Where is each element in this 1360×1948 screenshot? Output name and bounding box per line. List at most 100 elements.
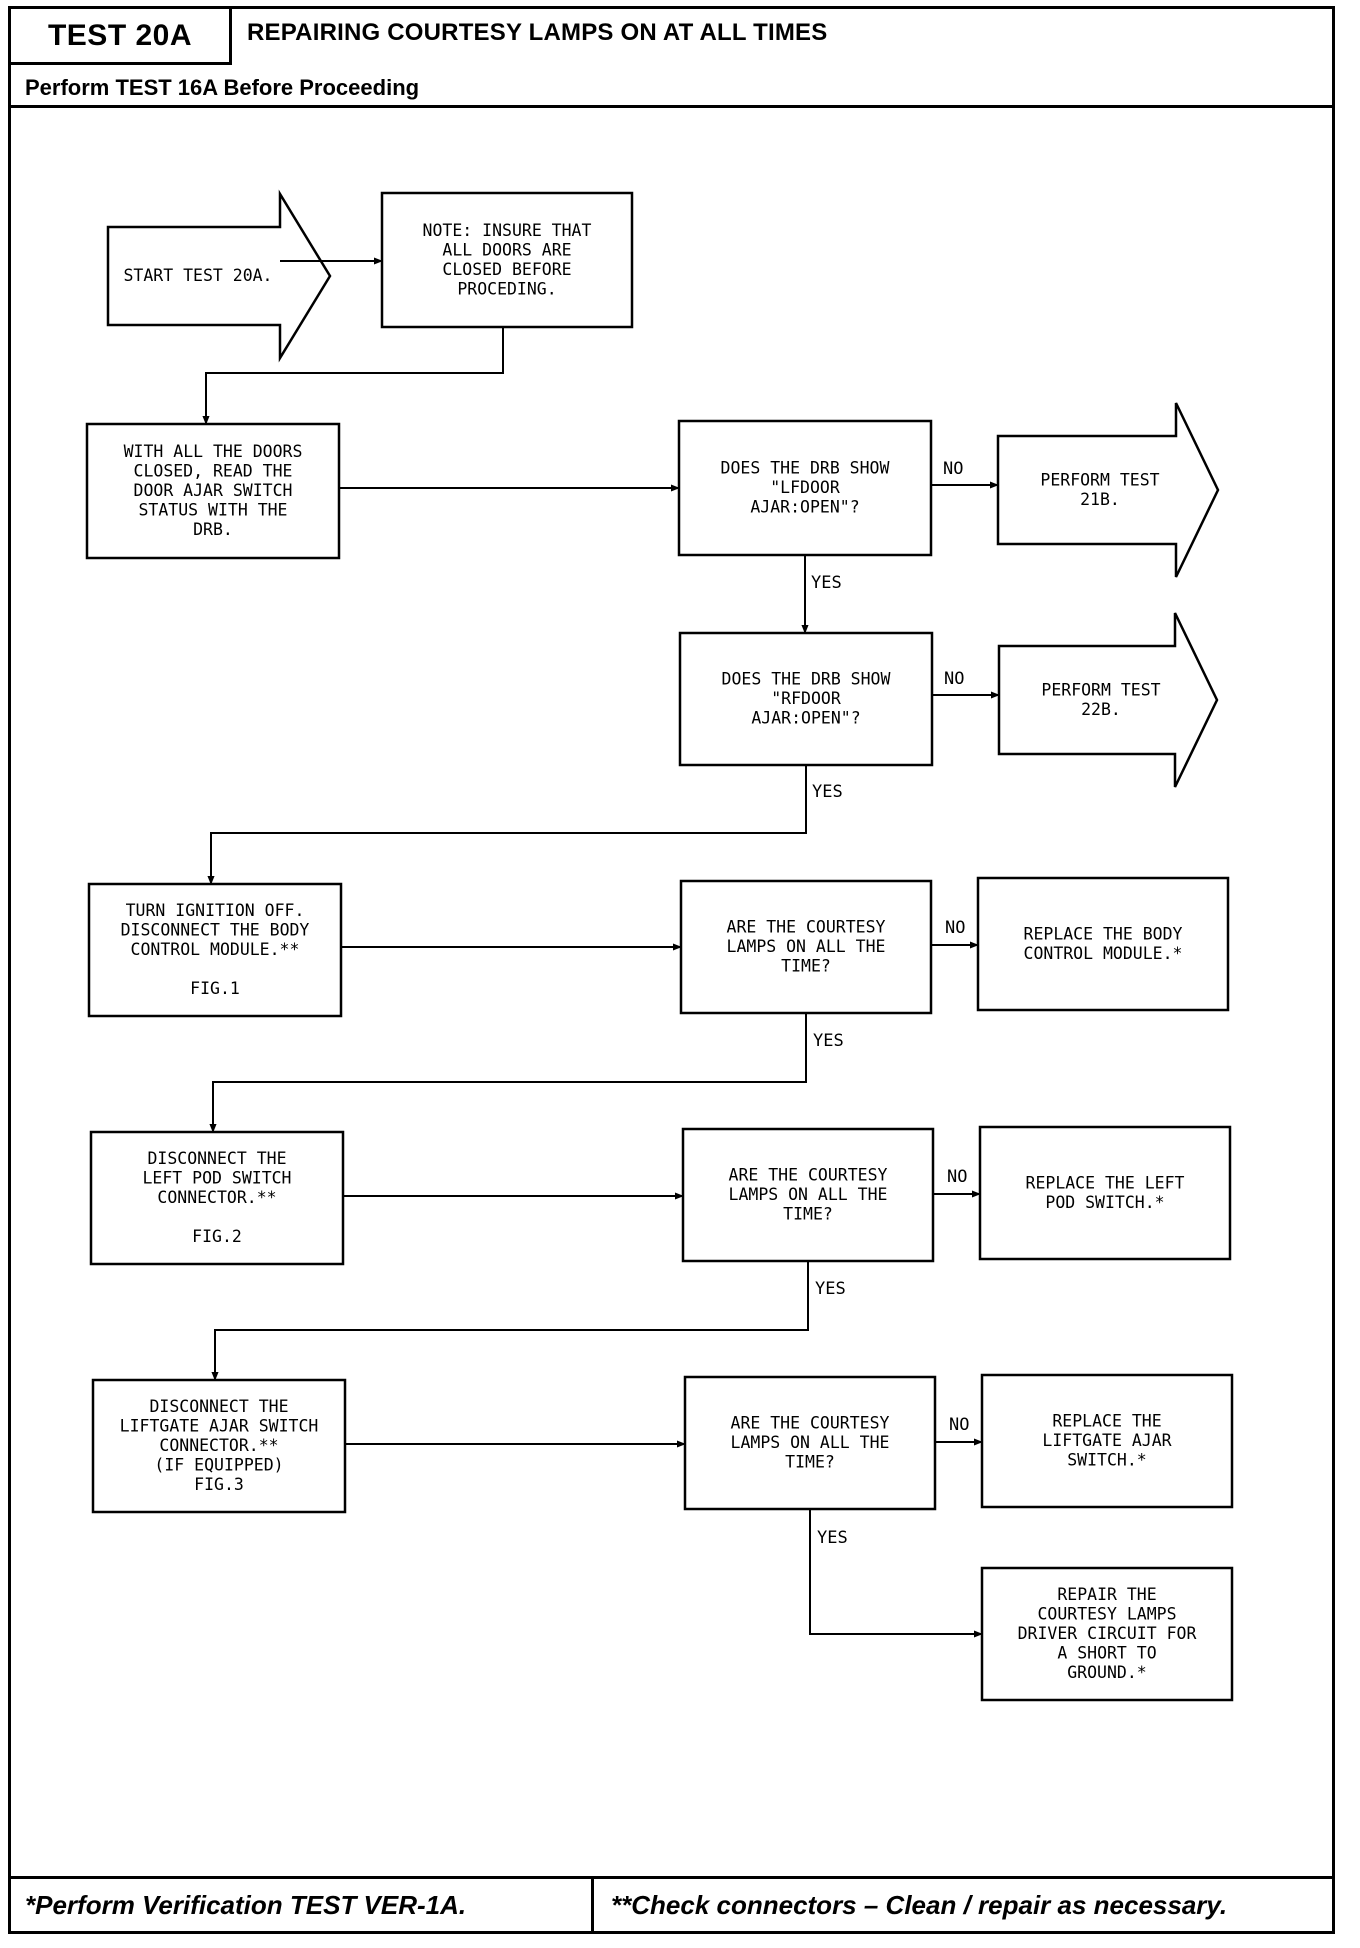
rf-no-label: NO <box>944 669 964 689</box>
disconnect-liftgate-step <box>91 1378 347 1514</box>
repair-driver-circuit-result-text-line: DRIVER CIRCUIT FOR <box>1018 1624 1197 1643</box>
q3-yes-label: YES <box>817 1528 848 1548</box>
courtesy-lamps-question-2-text-line: TIME? <box>783 1205 833 1224</box>
courtesy-lamps-question-3-text-line: LAMPS ON ALL THE <box>731 1433 890 1452</box>
rf-door-question <box>678 631 934 767</box>
rf-yes-arrow <box>207 765 807 885</box>
lf-no-label: NO <box>943 459 963 479</box>
lf-yes-label: YES <box>811 573 842 593</box>
start-arrow-text: START TEST 20A. <box>123 266 272 285</box>
q2-no-label: NO <box>947 1167 967 1187</box>
disconnect-pod-switch-step-text-line: CONNECTOR.** <box>157 1188 276 1207</box>
lf-door-question-text-line: DOES THE DRB SHOW <box>721 459 890 478</box>
disconnect-bcm-step <box>87 882 343 1018</box>
note-box-text-line: CLOSED BEFORE <box>442 260 571 279</box>
disconnect-pod-switch-step-text-line: DISCONNECT THE <box>147 1149 286 1168</box>
rf-door-question-text-line: AJAR:OPEN"? <box>751 709 860 728</box>
footer-verification-note: *Perform Verification TEST VER-1A. <box>25 1890 467 1920</box>
replace-bcm-result-text-line: CONTROL MODULE.* <box>1024 944 1183 963</box>
test-id: TEST 20A <box>11 9 232 65</box>
perform-test-21b-arrow <box>996 402 1220 578</box>
footer-column-divider <box>591 1879 594 1931</box>
replace-liftgate-switch-result-text-line: LIFTGATE AJAR <box>1042 1431 1171 1450</box>
read-switch-step-text-line: DRB. <box>193 520 233 539</box>
replace-pod-switch-result-text-line: REPLACE THE LEFT <box>1026 1173 1185 1192</box>
courtesy-lamps-question-3 <box>683 1375 937 1511</box>
disconnect-pod-switch-step-text-line: LEFT POD SWITCH <box>142 1169 291 1188</box>
q1-yes-arrow <box>209 1013 807 1133</box>
courtesy-lamps-question-3-text-line: TIME? <box>785 1453 835 1472</box>
courtesy-lamps-question-2 <box>681 1127 935 1263</box>
q3-yes-arrow <box>809 1509 983 1638</box>
disconnect-liftgate-step-text-line: CONNECTOR.** <box>159 1436 278 1455</box>
disconnect-liftgate-step-text-line: LIFTGATE AJAR SWITCH <box>120 1417 319 1436</box>
repair-driver-circuit-result-text-line: GROUND.* <box>1067 1663 1146 1682</box>
q1-no-label: NO <box>945 918 965 938</box>
lf-door-question-text-line: AJAR:OPEN"? <box>750 498 859 517</box>
repair-driver-circuit-result-text-line: REPAIR THE <box>1057 1585 1156 1604</box>
perform-test-22b-arrow <box>997 612 1219 788</box>
perform-test-21b-arrow-text-line: PERFORM TEST <box>1040 470 1159 489</box>
header-divider <box>11 105 1332 108</box>
prerequisite-note: Perform TEST 16A Before Proceeding <box>25 75 420 100</box>
page-title: REPAIRING COURTESY LAMPS ON AT ALL TIMES <box>247 19 828 46</box>
footer-divider <box>11 1876 1332 1879</box>
q3-no-label: NO <box>949 1415 969 1435</box>
replace-liftgate-switch-result-text-line: REPLACE THE <box>1052 1412 1161 1431</box>
read-switch-step <box>85 422 341 560</box>
note-to-read-arrow <box>202 327 504 425</box>
start-arrow <box>106 189 332 363</box>
q2-yes-arrow <box>211 1261 809 1381</box>
read-switch-step-text-line: WITH ALL THE DOORS <box>124 442 303 461</box>
disconnect-bcm-step-text-line: DISCONNECT THE BODY <box>121 921 310 940</box>
q1-yes-label: YES <box>813 1031 844 1051</box>
disconnect-bcm-step-text-line: TURN IGNITION OFF. <box>126 901 305 920</box>
repair-driver-circuit-result <box>980 1566 1234 1702</box>
courtesy-lamps-question-1-text-line: TIME? <box>781 957 831 976</box>
read-switch-step-text-line: CLOSED, READ THE <box>134 462 293 481</box>
note-box <box>380 191 634 329</box>
courtesy-lamps-question-2-text-line: ARE THE COURTESY <box>729 1166 888 1185</box>
disconnect-bcm-step-text-line: FIG.1 <box>190 979 240 998</box>
disconnect-bcm-step-text-line: CONTROL MODULE.** <box>131 940 300 959</box>
replace-bcm-result <box>976 876 1230 1012</box>
read-switch-step-text-line: STATUS WITH THE <box>138 501 287 520</box>
replace-bcm-result-text-line: REPLACE THE BODY <box>1024 924 1183 943</box>
lf-door-question <box>677 419 933 557</box>
replace-pod-switch-result-text-line: POD SWITCH.* <box>1045 1193 1164 1212</box>
rf-door-question-text-line: DOES THE DRB SHOW <box>722 670 891 689</box>
courtesy-lamps-question-2-text-line: LAMPS ON ALL THE <box>729 1185 888 1204</box>
disconnect-liftgate-step-text-line: FIG.3 <box>194 1475 244 1494</box>
courtesy-lamps-question-1-text-line: LAMPS ON ALL THE <box>727 937 886 956</box>
test-page: TEST 20A REPAIRING COURTESY LAMPS ON AT … <box>8 6 1335 1934</box>
disconnect-pod-switch-step-text-line: FIG.2 <box>192 1227 242 1246</box>
rf-yes-label: YES <box>812 782 843 802</box>
note-box-text-line: NOTE: INSURE THAT <box>423 221 592 240</box>
repair-driver-circuit-result-text-line: COURTESY LAMPS <box>1037 1605 1176 1624</box>
note-box-text-line: ALL DOORS ARE <box>442 240 571 259</box>
note-box-text-line: PROCEDING. <box>457 279 556 298</box>
start-arrow-text-line: START TEST 20A. <box>123 266 272 285</box>
replace-liftgate-switch-result-text-line: SWITCH.* <box>1067 1451 1146 1470</box>
perform-test-22b-arrow-text-line: 22B. <box>1081 700 1121 719</box>
courtesy-lamps-question-3-text-line: ARE THE COURTESY <box>731 1414 890 1433</box>
perform-test-22b-arrow-text-line: PERFORM TEST <box>1041 680 1160 699</box>
courtesy-lamps-question-1 <box>679 879 933 1015</box>
disconnect-pod-switch-step <box>89 1130 345 1266</box>
disconnect-liftgate-step-text-line: DISCONNECT THE <box>149 1397 288 1416</box>
